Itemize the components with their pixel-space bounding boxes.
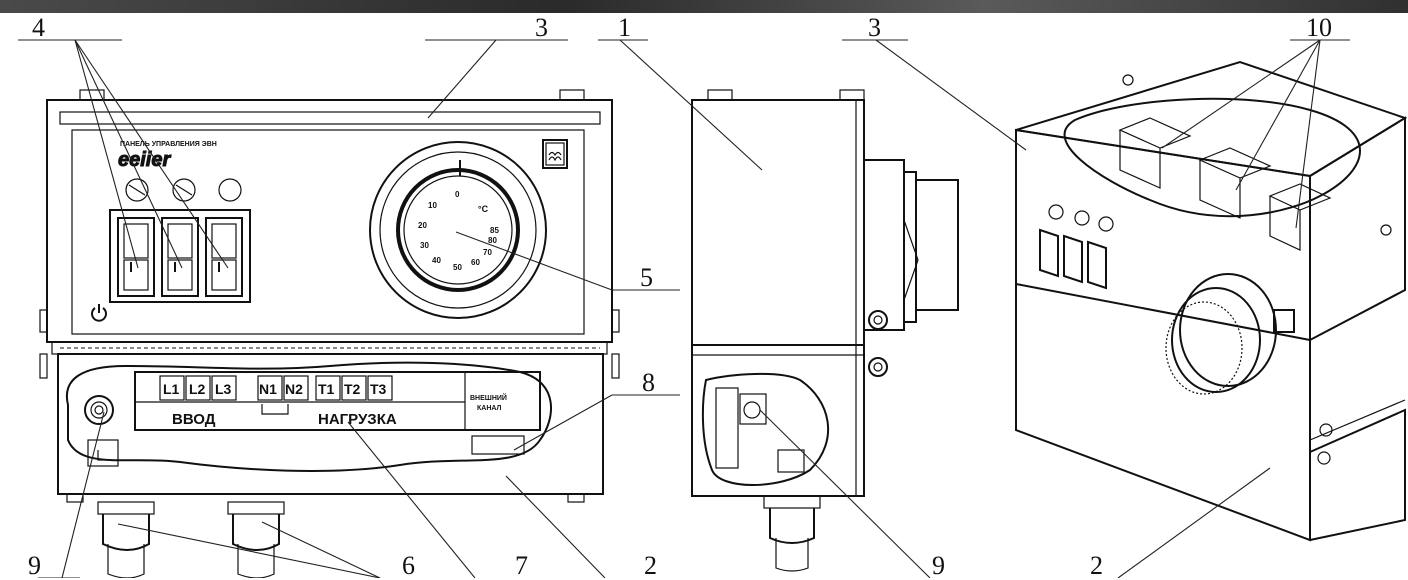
- terminal-L2: L2: [189, 381, 206, 397]
- power-icon: [91, 304, 107, 322]
- terminal-N1: N1: [259, 381, 277, 397]
- leader-lines: [18, 39, 1350, 578]
- iso-top-face: [1015, 60, 1408, 178]
- iso-dial: [1179, 273, 1277, 387]
- side-screw-2: [868, 357, 888, 377]
- side-screw-1: [868, 310, 888, 330]
- rocker-switch-3: [205, 217, 243, 297]
- callout-3-left: 3: [535, 13, 548, 42]
- callout-7: 7: [515, 551, 528, 580]
- indicator-lamp-1: [125, 178, 149, 202]
- upper-housing: [46, 99, 613, 343]
- rocker-switch-2: [161, 217, 199, 297]
- terminal-N2: N2: [285, 381, 303, 397]
- callout-6: 6: [402, 551, 415, 580]
- callout-5: 5: [640, 263, 653, 292]
- iso-lower-housing: [1015, 284, 1311, 542]
- isometric-view: [1015, 60, 1408, 542]
- callout-2-right: 2: [1090, 551, 1103, 580]
- lower-housing: [57, 353, 604, 495]
- load-label: НАГРУЗКА: [318, 411, 397, 428]
- manufacturer-badge: [542, 139, 568, 169]
- svg-text:70: 70: [483, 248, 492, 257]
- iso-switch-3: [1087, 240, 1107, 290]
- callout-9-right: 9: [932, 551, 945, 580]
- top-image-strip: [0, 0, 1408, 13]
- side-housing: [691, 99, 865, 497]
- svg-text:60: 60: [471, 258, 480, 267]
- svg-text:20: 20: [418, 221, 427, 230]
- callout-2-left: 2: [644, 551, 657, 580]
- svg-text:80: 80: [488, 236, 497, 245]
- external-channel-connector: [471, 435, 525, 455]
- indicator-lamp-3: [218, 178, 242, 202]
- terminal-T1: T1: [318, 381, 335, 397]
- iso-switch-1: [1039, 228, 1059, 278]
- cable-gland-2: [227, 501, 285, 578]
- side-view: [691, 89, 959, 572]
- terminal-T3: T3: [370, 381, 387, 397]
- svg-text:10: 10: [428, 201, 437, 210]
- rocker-switch-1: [117, 217, 155, 297]
- terminal-L3: L3: [215, 381, 232, 397]
- callout-8: 8: [642, 368, 655, 397]
- svg-text:50: 50: [453, 263, 462, 272]
- cutaway-outline: [65, 361, 552, 472]
- control-panel-face: [71, 129, 585, 335]
- terminal-L1: L1: [163, 381, 180, 397]
- brand-logo: eeiier: [118, 149, 171, 171]
- ext-channel-label-2: КАНАЛ: [477, 405, 502, 412]
- thermostat-dial: 0 10 20 30 40 50 60 70 80 85 °C: [369, 141, 547, 319]
- terminal-block: L1 L2 L3 N1 N2 T1 T2 T3 ВВОД НАГРУЗКА ВН…: [134, 371, 541, 455]
- panel-title: ПАНЕЛЬ УПРАВЛЕНИЯ ЭВН: [120, 141, 217, 148]
- input-label: ВВОД: [172, 411, 216, 428]
- side-cutaway: [701, 372, 829, 486]
- indicator-lamp-2: [172, 178, 196, 202]
- callout-4: 4: [32, 13, 45, 42]
- iso-relays: [1118, 117, 1332, 251]
- svg-text:0: 0: [455, 190, 460, 199]
- cable-gland-1: [97, 501, 155, 578]
- callout-10: 10: [1306, 13, 1332, 42]
- iso-front-face: [1015, 128, 1311, 342]
- iso-switch-2: [1063, 234, 1083, 284]
- svg-text:85: 85: [490, 226, 499, 235]
- ground-screw: [84, 395, 119, 467]
- dial-profile: [864, 159, 905, 331]
- callout-3-right: 3: [868, 13, 881, 42]
- dial-unit: °C: [478, 204, 489, 214]
- callout-1: 1: [618, 13, 631, 42]
- switch-block: [109, 209, 251, 303]
- terminal-T2: T2: [344, 381, 361, 397]
- svg-text:30: 30: [420, 241, 429, 250]
- svg-text:40: 40: [432, 256, 441, 265]
- iso-top-cutaway: [1063, 97, 1361, 218]
- ext-channel-label-1: ВНЕШНИЙ: [470, 393, 507, 402]
- callout-9-left: 9: [28, 551, 41, 580]
- front-view: ПАНЕЛЬ УПРАВЛЕНИЯ ЭВН eeiier: [39, 89, 620, 578]
